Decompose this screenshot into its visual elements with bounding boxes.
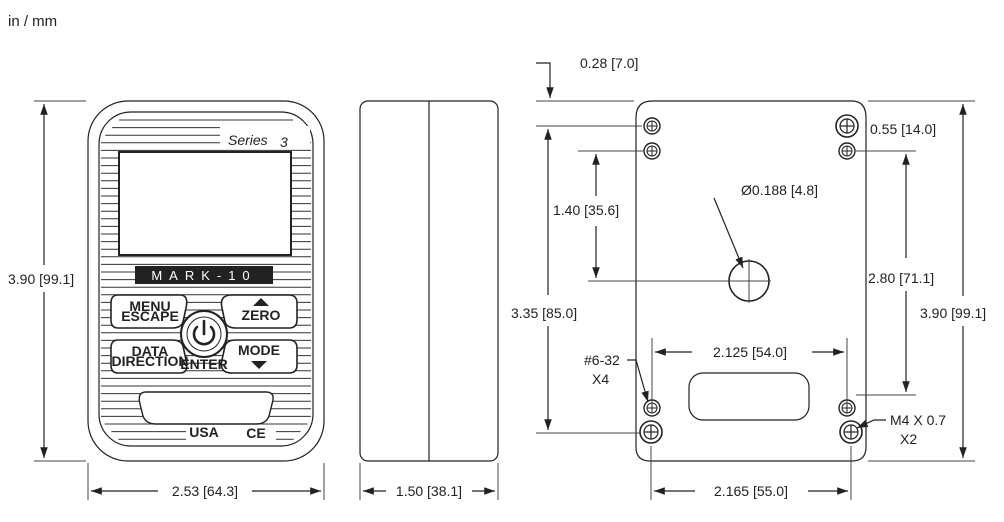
front-view: Series 3 MARK-10 MENU ESCAPE ZERO DATA D…	[87, 100, 325, 462]
rear-corner-offset-label: 0.55 [14.0]	[870, 121, 936, 137]
ce-mark: CE	[246, 425, 265, 441]
series-label-bg	[220, 126, 310, 148]
side-view: 1.50 [38.1]	[359, 100, 499, 500]
series-number: 3	[280, 134, 288, 150]
screw-small-icon	[643, 399, 661, 417]
thread-large-label: M4 X 0.7	[890, 412, 946, 428]
rear-upper-spacing-label: 2.125 [54.0]	[713, 344, 787, 360]
mode-label: MODE	[238, 342, 280, 358]
thread-small-leader	[627, 359, 649, 403]
small-screws	[643, 117, 856, 417]
rear-diameter-label: Ø0.188 [4.8]	[741, 182, 818, 198]
zero-label: ZERO	[242, 307, 281, 323]
menu-button	[110, 294, 188, 329]
enter-label: ENTER	[180, 356, 227, 372]
rear-outline	[635, 100, 867, 462]
mode-button	[220, 339, 298, 374]
front-outer-outline	[87, 100, 325, 462]
units-label: in / mm	[8, 13, 58, 30]
front-dimensions: 3.90 [99.1] 2.53 [64.3]	[8, 100, 325, 500]
origin-label: USA	[189, 424, 219, 440]
screw-small-icon	[643, 117, 661, 135]
zero-button	[220, 294, 298, 329]
rear-view	[635, 100, 867, 462]
display-screen	[118, 151, 292, 256]
down-arrow-icon	[251, 361, 267, 369]
screw-small-icon	[838, 142, 856, 160]
series-label: Series	[228, 132, 268, 148]
large-screws	[639, 114, 863, 444]
thread-small-count: X4	[592, 371, 609, 387]
rear-diameter-leader	[713, 197, 744, 269]
screw-small-icon	[838, 399, 856, 417]
bottom-window	[138, 391, 274, 425]
thread-small-label: #6-32	[584, 352, 620, 368]
brand-badge	[135, 266, 273, 284]
front-inner-outline	[98, 111, 314, 447]
rear-thread-spacing-label: 2.80 [71.1]	[868, 270, 934, 286]
thread-large-count: X2	[900, 431, 917, 447]
side-depth-label: 1.50 [38.1]	[396, 483, 462, 499]
direction-label: DIRECTION	[112, 353, 189, 369]
menu-label: MENU	[129, 298, 170, 314]
rear-dimensions: 0.28 [7.0] 3.35 [85.0] 1.40 [35.6] Ø0.18…	[511, 55, 986, 500]
screw-large-icon	[835, 114, 859, 138]
up-arrow-icon	[253, 298, 269, 306]
rear-hole-vertical-label: 1.40 [35.6]	[553, 202, 619, 218]
rear-inner-height-label: 3.35 [85.0]	[511, 305, 577, 321]
rear-top-offset-arrow	[536, 62, 554, 98]
screw-small-icon	[643, 142, 661, 160]
footer-label-bg	[186, 426, 276, 440]
rear-lower-spacing-label: 2.165 [55.0]	[714, 483, 788, 499]
power-icon	[192, 325, 216, 346]
data-button	[110, 339, 188, 374]
screw-large-icon	[639, 420, 663, 444]
rear-height-label: 3.90 [99.1]	[920, 305, 986, 321]
thread-large-leader	[856, 419, 886, 429]
screw-large-icon	[839, 420, 863, 444]
rear-top-offset-label: 0.28 [7.0]	[580, 55, 638, 71]
front-height-label: 3.90 [99.1]	[8, 271, 74, 287]
escape-label: ESCAPE	[121, 308, 179, 324]
brand-text: MARK-10	[151, 268, 256, 283]
data-label: DATA	[132, 343, 169, 359]
front-width-label: 2.53 [64.3]	[172, 483, 238, 499]
rear-label-plate	[688, 372, 810, 421]
